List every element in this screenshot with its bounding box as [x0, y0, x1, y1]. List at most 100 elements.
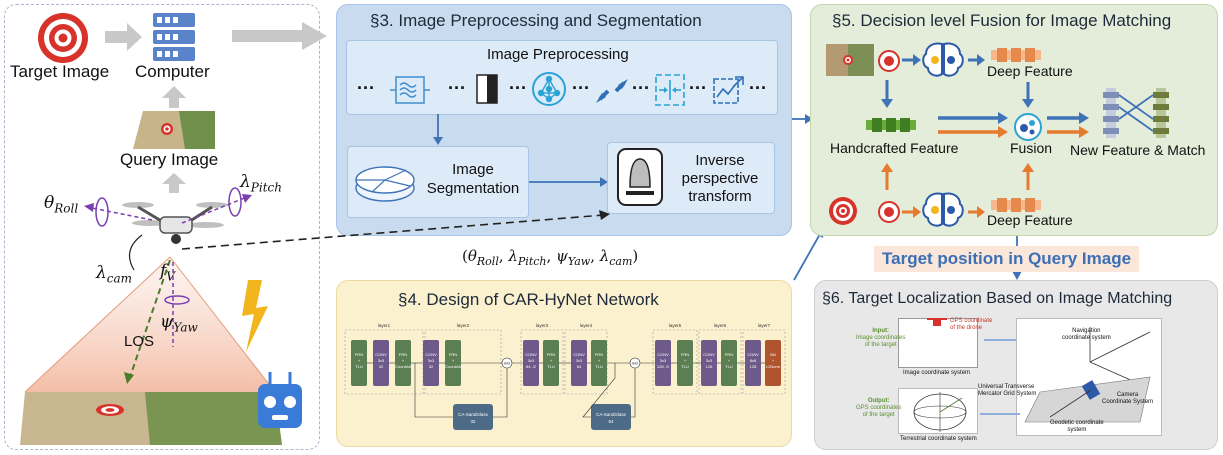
network-block-text: 3x3 — [528, 358, 535, 363]
network-block-text: 32 — [379, 364, 384, 369]
network-block-text: FRN — [399, 352, 407, 357]
ca-sandglass-block — [591, 404, 631, 430]
network-block — [351, 340, 367, 386]
arrow-deep-bottom-to-fusion — [1022, 163, 1034, 190]
theta-roll-label: θRoll — [44, 193, 79, 216]
network-block-text: 128, /2 — [657, 364, 670, 369]
network-block-text: 3x3 — [378, 358, 385, 363]
arrow-query-to-computer — [162, 86, 186, 108]
target-patch-icon — [878, 201, 900, 223]
arrow-computer-to-section3 — [232, 22, 327, 50]
section5-title: §5. Decision level Fusion for Image Matc… — [832, 11, 1172, 30]
network-block-text: + — [452, 358, 455, 363]
los-label: LOS — [124, 333, 155, 350]
ca-sandglass-text: CA-SandGlass — [596, 412, 627, 417]
network-block — [543, 340, 559, 386]
ellipsis-3: ··· — [509, 78, 527, 98]
network-block — [571, 340, 587, 386]
network-block-text: 3x3 — [706, 358, 713, 363]
filter-icon — [390, 76, 430, 104]
network-block-text: + — [550, 358, 553, 363]
arrow-section3-to-section5 — [792, 114, 813, 124]
network-block-text: FRN — [355, 352, 363, 357]
network-block-text: 128 — [750, 364, 757, 369]
computer-label: Computer — [135, 62, 210, 81]
layer-label: layer6 — [714, 323, 727, 328]
network-block-text: CONV — [657, 352, 669, 357]
network-block-text: 64 — [577, 364, 582, 369]
fusion-icon — [1014, 113, 1042, 141]
network-block-text: TLU — [725, 364, 733, 369]
network-block — [395, 340, 411, 386]
skip-connection — [493, 368, 508, 418]
network-block-text: FRN — [449, 352, 457, 357]
ipt-label: Inverse perspective transform — [681, 152, 759, 205]
network-block-text: + — [402, 358, 405, 363]
ca-sandglass-text: 32 — [470, 419, 476, 424]
query-patch-icon — [878, 50, 900, 72]
ca-sandglass-block — [453, 404, 493, 430]
network-block-text: 3x3 — [428, 358, 435, 363]
remote-controller-icon — [258, 372, 302, 428]
brain-icon-top — [922, 42, 964, 77]
add-label: Add — [632, 362, 638, 366]
layer-label: layer4 — [580, 323, 593, 328]
query-image-label: Query Image — [120, 150, 219, 169]
arrows-handcrafted-to-fusion — [938, 112, 1008, 138]
network-block-text: + — [728, 358, 731, 363]
deep-feature-block-top — [991, 48, 1041, 62]
skip-connection — [582, 363, 616, 418]
network-block-text: TLU — [595, 364, 603, 369]
arrow-query-to-handcrafted — [881, 80, 893, 108]
network-block-text: FRN — [547, 352, 555, 357]
arrow-preprocess-to-segmentation — [433, 114, 443, 145]
network-block-text: L2Norm — [766, 364, 781, 369]
link-line-2 — [980, 413, 1020, 415]
skip-connection — [414, 363, 453, 418]
params-label: (θRoll, λPitch, ψYaw, λcam) — [462, 247, 639, 268]
binarization-icon — [476, 74, 498, 104]
network-block — [677, 340, 693, 386]
image-cs-label: Image coordinate system — [903, 370, 971, 376]
arrows-bottom-row — [902, 206, 985, 218]
layer-label: layer2 — [457, 323, 470, 328]
network-block-text: FRN — [681, 352, 689, 357]
preprocessing-title: Image Preprocessing — [487, 46, 629, 63]
ellipsis-1: ··· — [357, 78, 375, 98]
network-block-text: FRN — [595, 352, 603, 357]
network-block-text: 3x3 — [576, 358, 583, 363]
ellipsis-2: ··· — [448, 78, 466, 98]
network-block-text: 64, /2 — [526, 364, 537, 369]
network-block-text: TLU — [547, 364, 555, 369]
lambda-pitch-label: λPitch — [240, 172, 282, 195]
layer-label: layer1 — [378, 323, 391, 328]
compress-icon — [655, 74, 685, 106]
network-block-text: CONV — [425, 352, 437, 357]
segmentation-pie-icon — [355, 166, 415, 202]
layer-group-box — [520, 329, 564, 395]
network-block-text: + — [598, 358, 601, 363]
network-block-text: CONV — [703, 352, 715, 357]
target-icon — [38, 13, 88, 63]
arrows-fusion-to-new-feature — [1047, 112, 1089, 138]
deep-feature-top-label: Deep Feature — [987, 63, 1073, 79]
network-block-text: 32 — [429, 364, 434, 369]
network-block-text: CONV — [747, 352, 759, 357]
left-panel — [4, 4, 320, 450]
section6-title: §6. Target Localization Based on Image M… — [822, 290, 1173, 307]
psi-yaw-label: ψYaw — [160, 312, 198, 335]
query-image-thumb — [826, 44, 874, 76]
network-block — [655, 340, 671, 386]
target-position-label: Target position in Query Image — [874, 246, 1140, 272]
layer-label: layer3 — [536, 323, 549, 328]
section3-title: §3. Image Preprocessing and Segmentation — [370, 11, 702, 30]
ellipsis-5: ··· — [632, 78, 650, 98]
dashed-param-arrow — [181, 210, 610, 250]
arrow-drone-to-query — [162, 173, 186, 193]
deep-feature-block-bottom — [991, 198, 1041, 212]
